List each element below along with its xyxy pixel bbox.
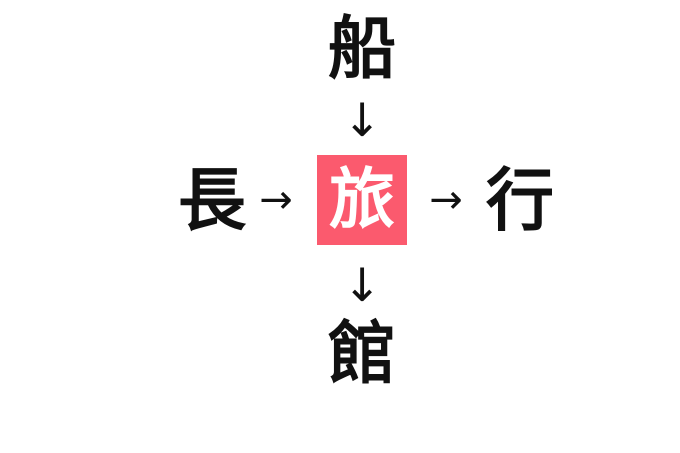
kanji-character-top: 船 xyxy=(327,10,396,89)
kanji-node-top: 船 xyxy=(312,8,412,92)
arrow-right-icon-right: → xyxy=(429,177,463,223)
kanji-node-bottom: 館 xyxy=(312,313,412,397)
kanji-node-center-highlighted: 旅 xyxy=(317,155,407,245)
kanji-node-right: 行 xyxy=(470,160,570,244)
arrow-down-icon-bottom: ↓ xyxy=(342,258,382,312)
arrow-down-icon-top: ↓ xyxy=(342,93,382,147)
kanji-node-left: 長 xyxy=(162,160,262,244)
kanji-character-left: 長 xyxy=(177,162,246,241)
kanji-character-bottom: 館 xyxy=(327,315,396,394)
kanji-character-right: 行 xyxy=(485,162,554,241)
kanji-character-center: 旅 xyxy=(329,161,395,238)
arrow-right-icon-left: → xyxy=(259,177,293,223)
